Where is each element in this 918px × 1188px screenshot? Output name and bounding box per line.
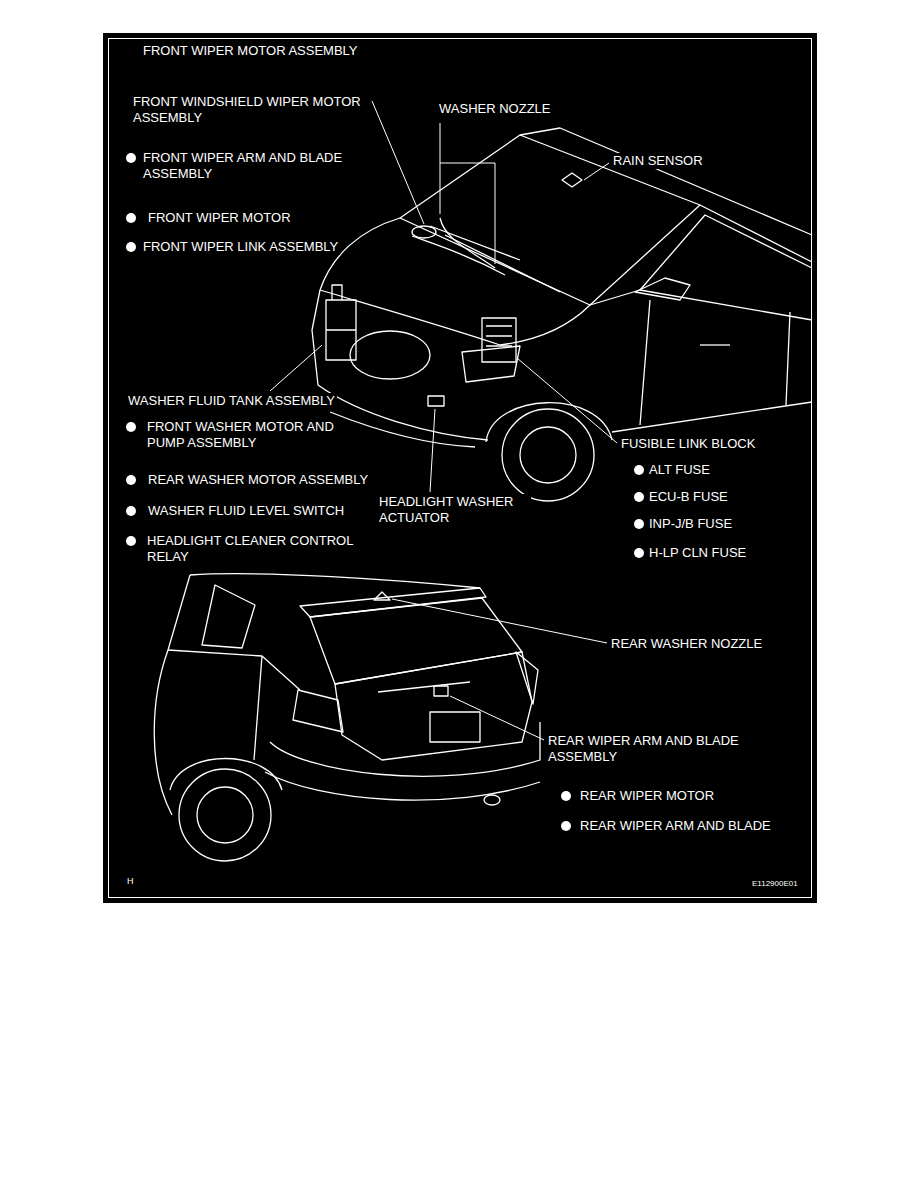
frame-ground [103,33,817,903]
bullet-dot [126,153,136,163]
part-label: ECU-B FUSE [647,489,730,505]
part-label: REAR WASHER NOZZLE [609,636,764,652]
leader-line [392,599,607,643]
sheet-mark: H [125,876,136,887]
belt-line [590,290,812,320]
lower-bumper [265,772,540,800]
bumper [270,722,540,776]
bullet-dot [126,475,136,485]
part-label: HEADLIGHT CLEANER CONTROL RELAY [145,533,364,565]
headlight-washer-actuator [428,396,444,406]
quarter-window [202,585,255,648]
headlight [462,346,520,382]
leader-line [372,101,424,224]
wiper-motor [412,226,436,238]
wheel-rim [197,787,253,843]
side-mirror [635,278,690,300]
rear-wheel [179,769,271,861]
leader-line [440,123,495,264]
part-label: HEADLIGHT WASHER ACTUATOR [377,494,531,526]
lower-bumper [330,412,475,447]
bullet-dot [561,821,571,831]
part-label: REAR WIPER ARM AND BLADE [578,818,773,834]
figure-title: FRONT WIPER MOTOR ASSEMBLY [141,43,360,59]
rear-window [310,598,522,684]
bullet-dot [634,519,644,529]
part-label: ALT FUSE [647,462,712,478]
part-label: WASHER FLUID TANK ASSEMBLY [126,393,337,409]
tail-lamp [516,652,538,704]
tailgate [335,652,532,760]
frame-border [109,39,812,898]
part-label: FRONT WIPER ARM AND BLADE ASSEMBLY [141,150,360,182]
roof-edge [700,205,812,262]
bullet-dot [126,242,136,252]
part-label: FRONT WIPER MOTOR [146,210,293,226]
part-label: REAR WIPER MOTOR [578,788,716,804]
part-label: H-LP CLN FUSE [647,545,748,561]
bullet-dot [126,213,136,223]
fusible-link-block [482,318,516,362]
figure-code: E112900E01 [750,878,800,889]
front-wheel [502,409,594,501]
wheel-arch [170,759,282,791]
wheel-rim [520,427,576,483]
hood-front [320,290,500,345]
part-label: INP-J/B FUSE [647,516,734,532]
part-label: REAR WASHER MOTOR ASSEMBLY [146,472,370,488]
bullet-dot [634,492,644,502]
part-label: FRONT WINDSHIELD WIPER MOTOR ASSEMBLY [131,94,363,126]
d-pillar [168,575,190,650]
door-handle [700,344,730,345]
bullet-dot [126,536,136,546]
part-label: RAIN SENSOR [611,153,705,169]
tail-lamp [293,690,343,732]
leader-line [450,696,544,740]
bullet-dot [634,548,644,558]
part-label: REAR WIPER ARM AND BLADE ASSEMBLY [546,733,760,765]
part-label: WASHER NOZZLE [437,101,552,117]
bullet-dots [126,153,644,831]
rear-vehicle [154,574,540,861]
part-label: WASHER FLUID LEVEL SWITCH [146,503,346,519]
front-fascia [312,290,488,440]
rear-wiper-blade [378,682,470,692]
bullet-dot [561,791,571,801]
exhaust [484,795,500,805]
license-plate [430,712,480,742]
bullet-dot [634,465,644,475]
tank-neck [326,285,356,330]
grille [350,331,430,379]
leader-line [270,345,322,391]
fuse-rows [486,326,512,346]
roof-line [520,128,812,235]
bullet-dot [126,506,136,516]
leader-line [517,358,617,443]
rain-sensor [562,173,582,187]
fender [500,305,590,345]
washer-hose [440,218,495,268]
roof [190,574,480,588]
body-side [154,650,172,815]
part-label: FUSIBLE LINK BLOCK [619,436,757,452]
rear-wiper-motor [434,686,448,696]
door-line [640,300,790,425]
leader-line [584,163,609,180]
rear-washer-nozzle [374,592,390,600]
bullet-dot [126,422,136,432]
belt-line [168,650,300,690]
front-vehicle [312,128,812,501]
leader-line [430,409,435,492]
wiper-link [412,226,560,292]
part-label: FRONT WIPER LINK ASSEMBLY [141,239,340,255]
part-label: FRONT WASHER MOTOR AND PUMP ASSEMBLY [145,419,344,451]
door-line [254,656,262,760]
